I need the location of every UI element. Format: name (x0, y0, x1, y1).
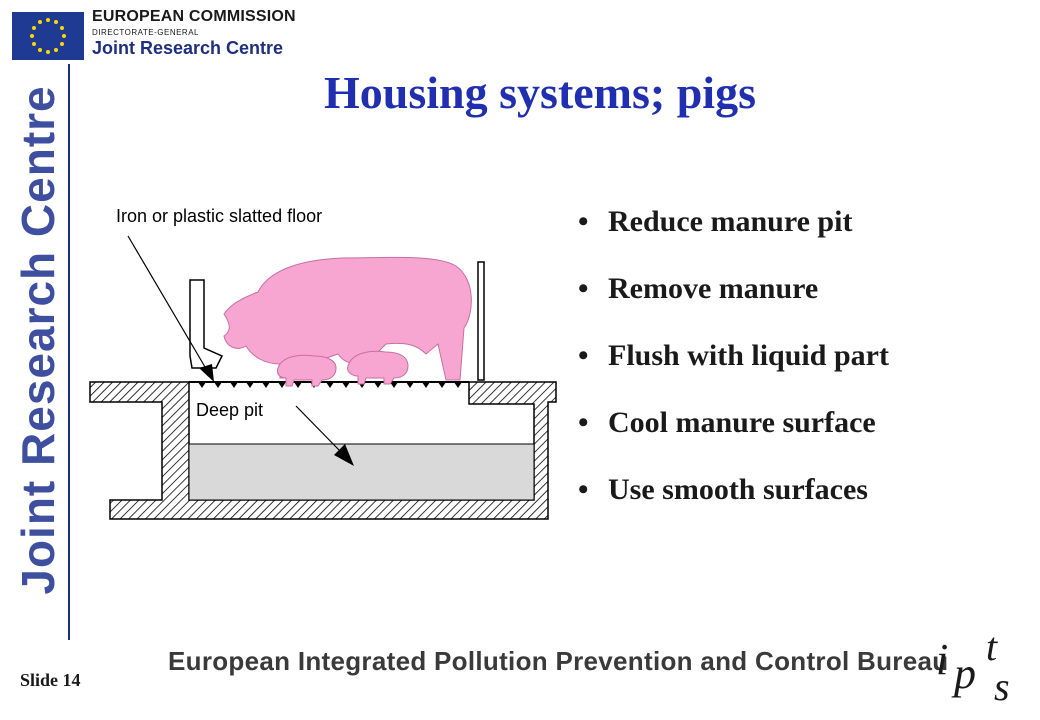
feeder (189, 279, 224, 369)
eu-flag-logo (12, 12, 84, 60)
bullet-item: • Use smooth surfaces (578, 468, 889, 535)
bullet-dot-icon: • (578, 406, 589, 439)
bureau-name: European Integrated Pollution Prevention… (168, 646, 949, 676)
bullet-text: Flush with liquid part (608, 339, 889, 372)
bullet-text: Remove manure (608, 272, 819, 305)
svg-text:p: p (951, 649, 976, 698)
ipts-logo: i p t s (936, 630, 1010, 706)
pit-pointer-line (295, 405, 342, 453)
bullet-item: • Reduce manure pit (578, 200, 889, 267)
bullet-list: • Reduce manure pit • Remove manure • Flush… (578, 200, 889, 535)
sidebar-divider (68, 64, 70, 640)
bullet-item: • Remove manure (578, 267, 889, 334)
pen-post (477, 261, 485, 381)
bullet-text: Use smooth surfaces (608, 473, 868, 506)
slide-number: Slide 14 (20, 670, 81, 690)
bullet-dot-icon: • (578, 272, 589, 305)
floor-pointer-line (127, 235, 209, 373)
directorate-label: DIRECTORATE-GENERAL (92, 28, 199, 37)
floor-label: Iron or plastic slatted floor (116, 206, 322, 226)
pit-pointer-arrow (334, 444, 354, 466)
svg-text:i: i (936, 635, 948, 684)
org-name: EUROPEAN COMMISSION (92, 8, 296, 25)
bullet-item: • Flush with liquid part (578, 334, 889, 401)
svg-text:t: t (986, 630, 998, 669)
slurry-layer (188, 443, 535, 501)
jrc-label: Joint Research Centre (92, 38, 284, 58)
pit-label: Deep pit (196, 400, 263, 420)
pig-housing-diagram: Iron or plastic slatted floor Deep pit (89, 206, 557, 520)
bullet-dot-icon: • (578, 205, 589, 238)
floor-pointer-arrow (199, 364, 214, 382)
piglet-1 (277, 354, 337, 387)
piglet-2 (347, 350, 409, 385)
bullet-dot-icon: • (578, 339, 589, 372)
sow (223, 256, 472, 381)
bullet-dot-icon: • (578, 473, 589, 506)
slide-title: Housing systems; pigs (324, 67, 756, 118)
bullet-text: Cool manure surface (608, 406, 876, 439)
bullet-item: • Cool manure surface (578, 401, 889, 468)
bullet-text: Reduce manure pit (608, 205, 853, 238)
sidebar-vertical-text: Joint Research Centre (12, 85, 64, 595)
svg-text:s: s (994, 664, 1010, 706)
